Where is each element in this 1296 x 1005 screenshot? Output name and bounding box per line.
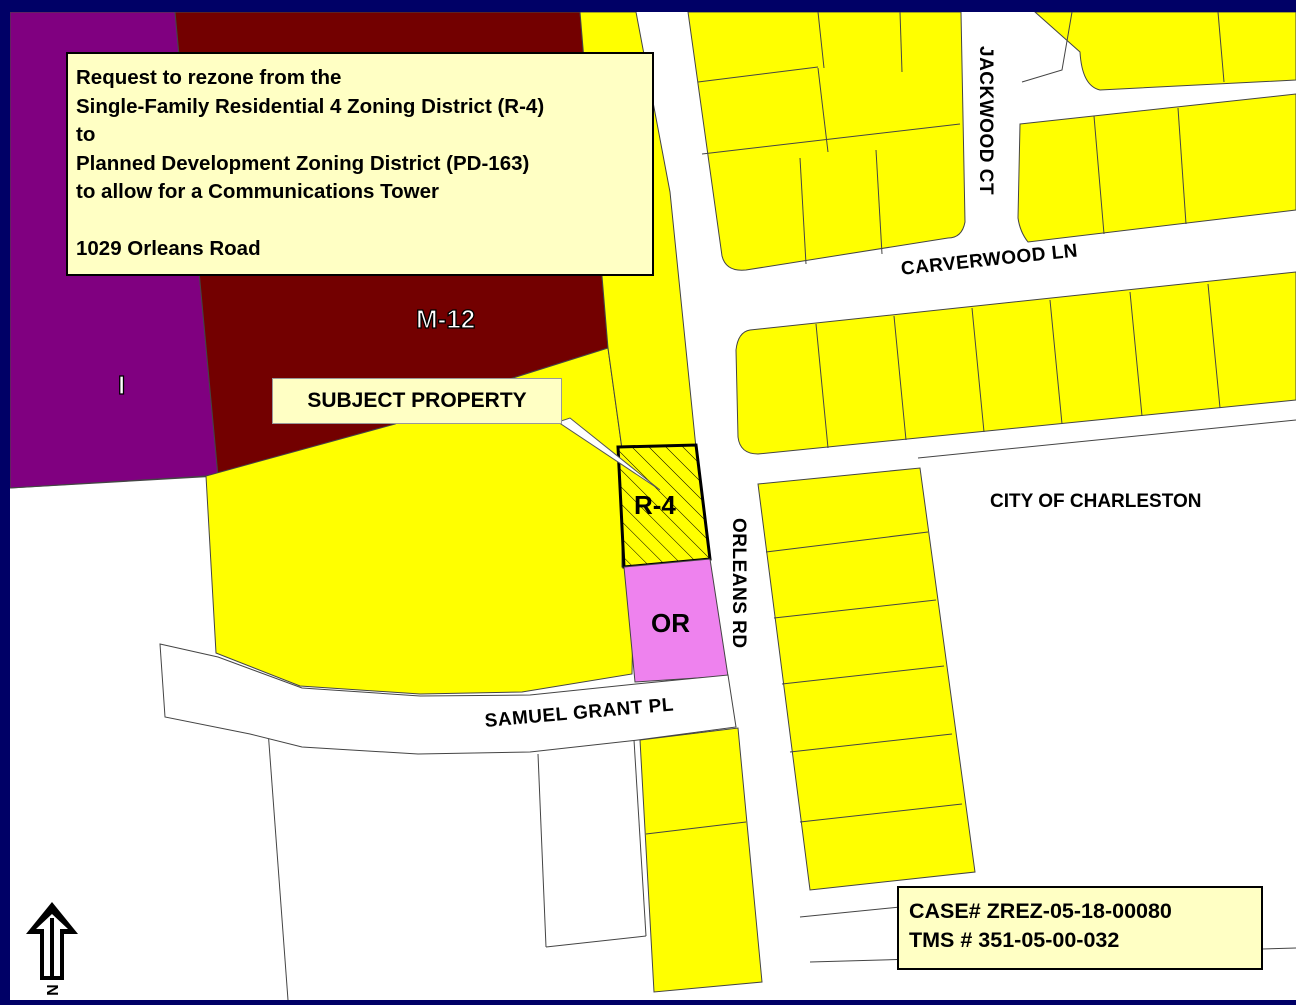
map-frame: CARVERWOOD LN JACKWOOD CT ORLEANS RD SAM…: [10, 12, 1296, 1000]
request-address: 1029 Orleans Road: [76, 237, 261, 260]
case-number: CASE# ZREZ-05-18-00080: [909, 899, 1172, 923]
carverwood-south-blocks: [735, 271, 1296, 455]
ne-corner-blocks: [1034, 12, 1296, 91]
zone-label-subject: R-4: [634, 490, 676, 520]
case-number-box: CASE# ZREZ-05-18-00080 TMS # 351-05-00-0…: [897, 886, 1263, 970]
north-letter: N: [42, 984, 60, 996]
callout-leader-line: [556, 417, 661, 491]
samuel-grant-road: [159, 643, 737, 755]
zone-label-office: OR: [651, 608, 690, 638]
request-line: Single-Family Residential 4 Zoning Distr…: [76, 94, 545, 118]
orleans-east-blocks: [757, 467, 976, 891]
rezoning-request-box: Request to rezone from the Single-Family…: [66, 52, 654, 276]
south-parcels: [639, 727, 763, 993]
request-line: to allow for a Communications Tower: [76, 180, 439, 203]
zone-label-m12: M-12: [415, 304, 476, 334]
subject-property-callout: SUBJECT PROPERTY: [272, 378, 562, 424]
jackwood-east-blocks: [1017, 93, 1296, 243]
request-line: [76, 207, 652, 236]
north-arrow-icon: N: [24, 898, 80, 998]
tms-number: TMS # 351-05-00-032: [909, 928, 1120, 952]
city-of-charleston-label: CITY OF CHARLESTON: [990, 491, 1202, 512]
request-line: to: [76, 123, 96, 146]
request-line: Request to rezone from the: [76, 66, 342, 89]
request-line: Planned Development Zoning District (PD-…: [76, 151, 530, 175]
zone-label-industrial: I: [117, 370, 126, 400]
